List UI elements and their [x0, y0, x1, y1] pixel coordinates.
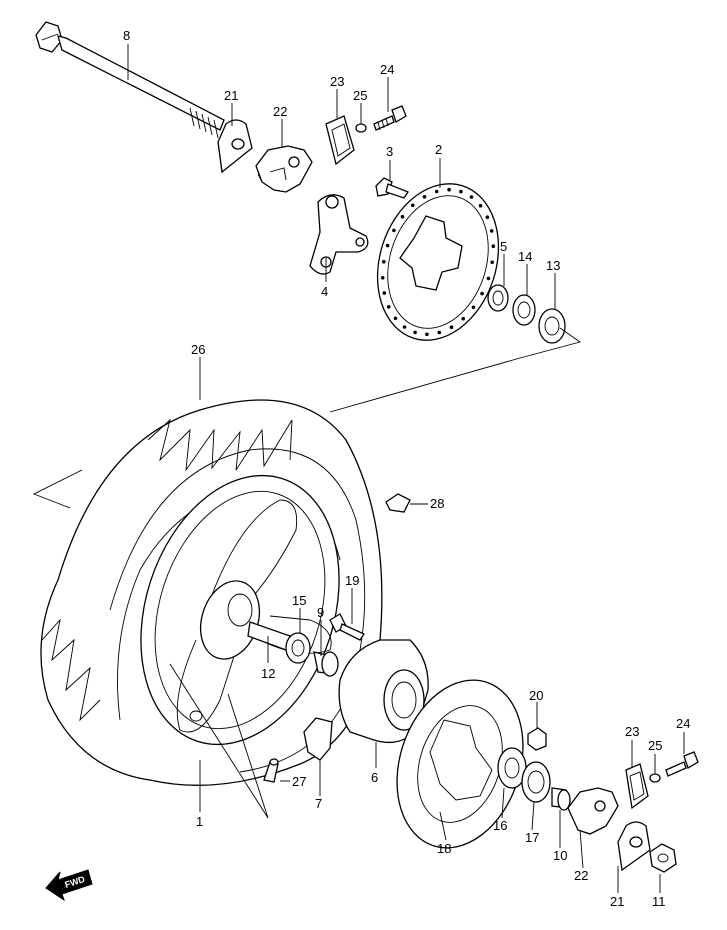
label-part-23-bottom: 23 — [625, 724, 639, 739]
label-part-3: 3 — [386, 144, 393, 159]
disc-hole — [486, 276, 491, 281]
disc-hole — [480, 291, 484, 296]
disc-hole — [425, 332, 429, 337]
disc-hole — [434, 189, 439, 194]
label-part-16: 16 — [493, 818, 507, 833]
label-part-2: 2 — [435, 142, 442, 157]
label-part-24-top: 24 — [380, 62, 394, 77]
label-part-7: 7 — [315, 796, 322, 811]
sprocket-mounting-bolt — [329, 613, 365, 641]
disc-hole — [392, 228, 396, 233]
sprocket-mounting-drum — [338, 639, 429, 744]
spacer-collar — [551, 787, 571, 811]
disc-hole — [459, 189, 463, 194]
bearing-left — [512, 294, 536, 326]
label-part-4: 4 — [321, 284, 328, 299]
label-part-26: 26 — [191, 342, 205, 357]
cushion-damper — [303, 717, 333, 761]
chain-adjuster-top — [255, 145, 313, 193]
disc-hole — [402, 325, 407, 329]
caliper-bracket-bolt — [375, 177, 409, 199]
disc-hole — [489, 229, 494, 233]
label-part-18: 18 — [437, 841, 451, 856]
label-part-28: 28 — [430, 496, 444, 511]
label-part-14: 14 — [518, 249, 532, 264]
bearing-right — [538, 308, 566, 344]
label-part-19: 19 — [345, 573, 359, 588]
disc-hole — [393, 316, 398, 321]
adjuster-bolt-top — [373, 105, 407, 131]
axle-adjuster-plate-bottom — [617, 821, 651, 872]
clip — [385, 493, 411, 513]
caliper-bracket — [309, 194, 369, 275]
disc-hole — [478, 203, 483, 208]
label-part-21-top: 21 — [224, 88, 238, 103]
forward-arrow-icon: FWD — [45, 869, 93, 902]
rear-brake-disc — [376, 183, 500, 341]
disc-hole — [491, 244, 496, 248]
label-part-22-top: 22 — [273, 104, 287, 119]
disc-hole — [447, 187, 451, 192]
washer-bottom — [649, 773, 661, 783]
disc-hole — [413, 330, 417, 335]
label-part-11: 11 — [652, 894, 666, 909]
disc-hole — [422, 195, 427, 199]
label-part-5: 5 — [500, 239, 507, 254]
rear-axle — [35, 21, 225, 139]
disc-hole — [400, 214, 405, 219]
tire-valve — [263, 758, 279, 783]
label-part-1: 1 — [196, 814, 203, 829]
disc-hole — [485, 215, 490, 219]
disc-hole — [380, 276, 385, 280]
adjuster-block-bottom — [625, 763, 649, 810]
disc-hole — [411, 203, 415, 208]
label-part-15: 15 — [292, 593, 306, 608]
assembly-guide-lines — [32, 327, 582, 509]
label-part-25-top: 25 — [353, 88, 367, 103]
spacer — [487, 284, 509, 312]
rear-wheel-rim — [140, 474, 340, 746]
disc-hole — [461, 316, 466, 321]
disc-hole — [471, 305, 476, 310]
label-part-25-bottom: 25 — [648, 738, 662, 753]
disc-hole — [490, 260, 495, 265]
disc-hole — [449, 325, 454, 330]
label-part-23-top: 23 — [330, 74, 344, 89]
label-part-21-bottom: 21 — [610, 894, 624, 909]
wheel-bearing — [285, 632, 311, 664]
axle-adjuster-plate-top — [217, 119, 253, 174]
washer-top — [355, 123, 367, 133]
disc-hole — [437, 330, 442, 335]
center-spacer — [313, 651, 339, 677]
adjuster-block-top — [325, 115, 355, 166]
label-part-10: 10 — [553, 848, 567, 863]
label-part-20: 20 — [529, 688, 543, 703]
adjuster-bolt-bottom — [665, 751, 699, 777]
axle-nut — [649, 843, 677, 873]
disc-hole — [382, 259, 386, 264]
label-part-24-bottom: 24 — [676, 716, 690, 731]
label-part-12: 12 — [261, 666, 275, 681]
disc-hole — [469, 195, 474, 199]
part-labels: 8 21 22 23 25 24 3 2 4 5 14 13 26 28 19 … — [123, 28, 690, 909]
disc-hole — [386, 305, 391, 309]
disc-hole — [385, 243, 390, 248]
label-part-9: 9 — [317, 605, 324, 620]
label-part-13: 13 — [546, 258, 560, 273]
disc-hole — [382, 291, 387, 295]
chain-adjuster-bottom — [567, 787, 619, 835]
oil-seal — [521, 761, 551, 803]
sprocket-nut — [527, 727, 547, 751]
leader-lines — [127, 44, 685, 893]
label-part-22-bottom: 22 — [574, 868, 588, 883]
label-part-8: 8 — [123, 28, 130, 43]
label-part-27: 27 — [292, 774, 306, 789]
label-part-6: 6 — [371, 770, 378, 785]
label-part-17: 17 — [525, 830, 539, 845]
